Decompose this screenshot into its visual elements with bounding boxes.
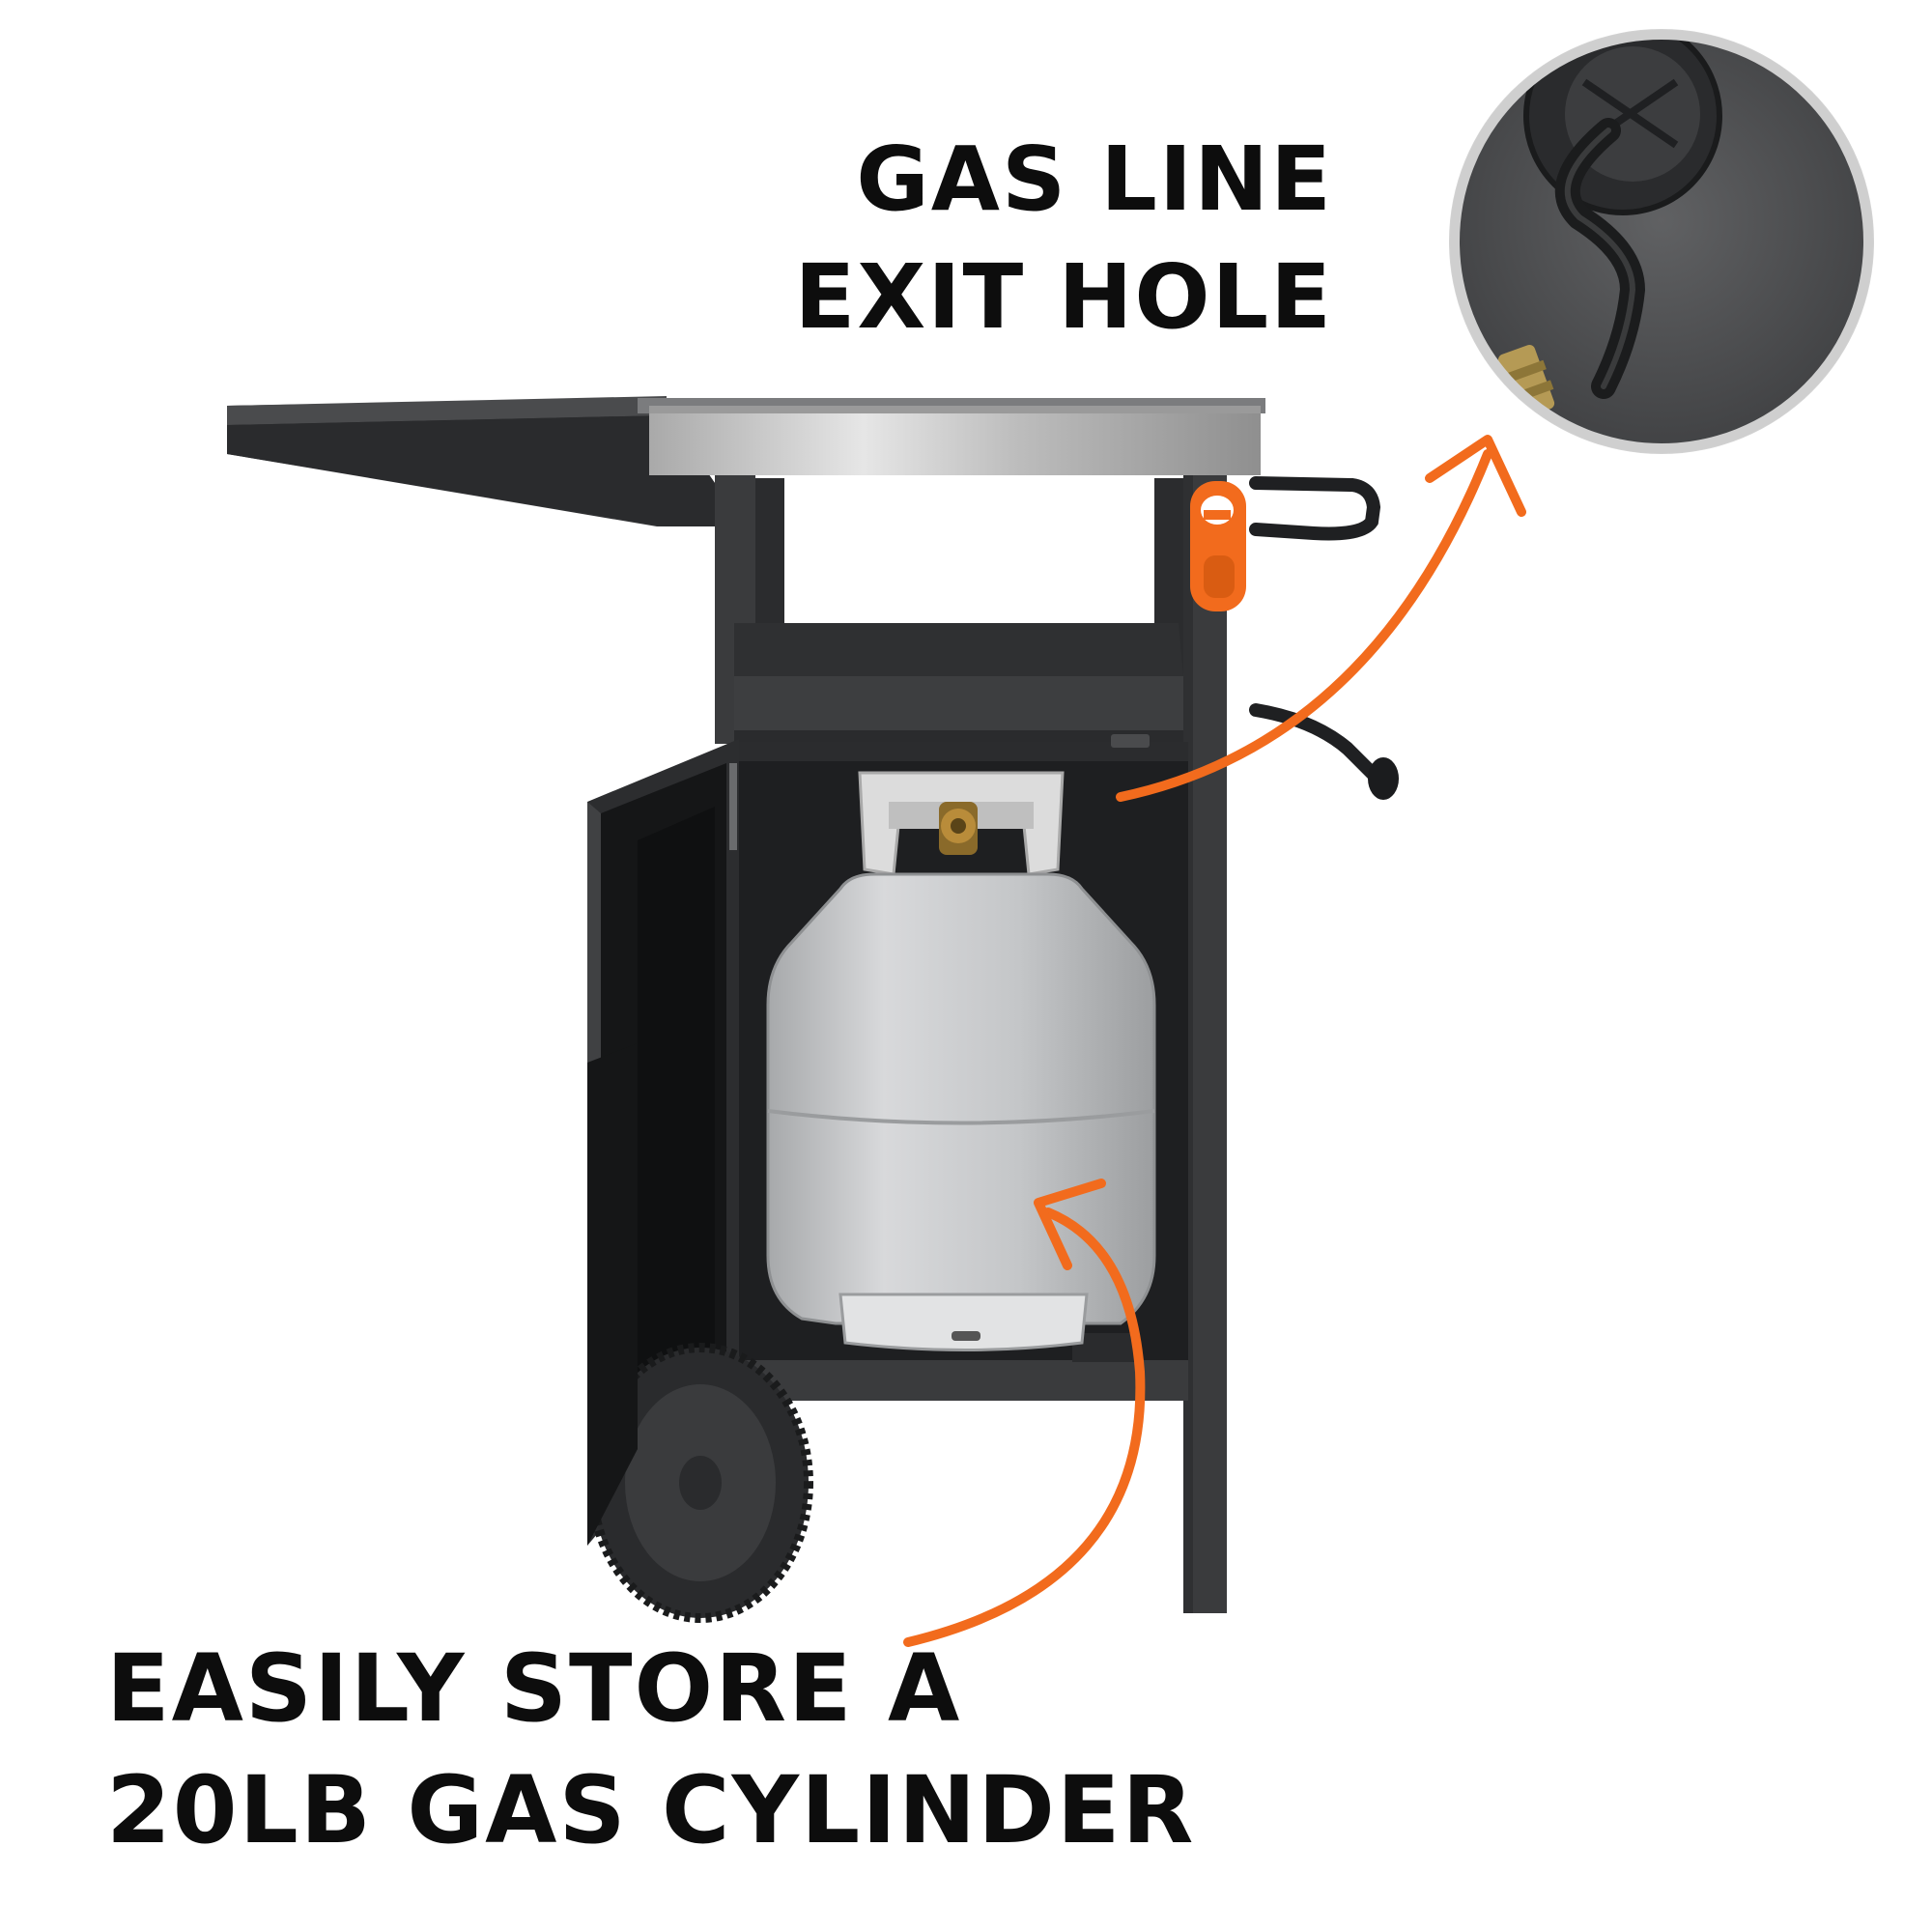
storage-caption: EASILY STORE A 20LB GAS CYLINDER xyxy=(106,1642,1195,1886)
gas-line-closeup xyxy=(1449,29,1874,454)
middle-shelf xyxy=(734,623,1183,676)
curved-arrow-icon xyxy=(903,1179,1146,1647)
cylinder-valve xyxy=(939,802,978,855)
wheel xyxy=(587,1343,813,1623)
gas-line-caption-line2: EXIT HOLE xyxy=(794,245,1333,349)
gas-line-caption: GAS LINE EXIT HOLE xyxy=(795,135,1333,371)
storage-caption-line2: 20LB GAS CYLINDER xyxy=(106,1756,1196,1864)
stainless-top xyxy=(649,401,1261,475)
propane-cylinder xyxy=(766,771,1156,1351)
bottle-opener-icon xyxy=(1190,481,1246,611)
storage-caption-line1: EASILY STORE A xyxy=(106,1634,962,1743)
gas-line-caption-line1: GAS LINE xyxy=(856,128,1333,231)
curved-arrow-icon xyxy=(1116,435,1526,802)
side-handle xyxy=(1249,476,1388,789)
